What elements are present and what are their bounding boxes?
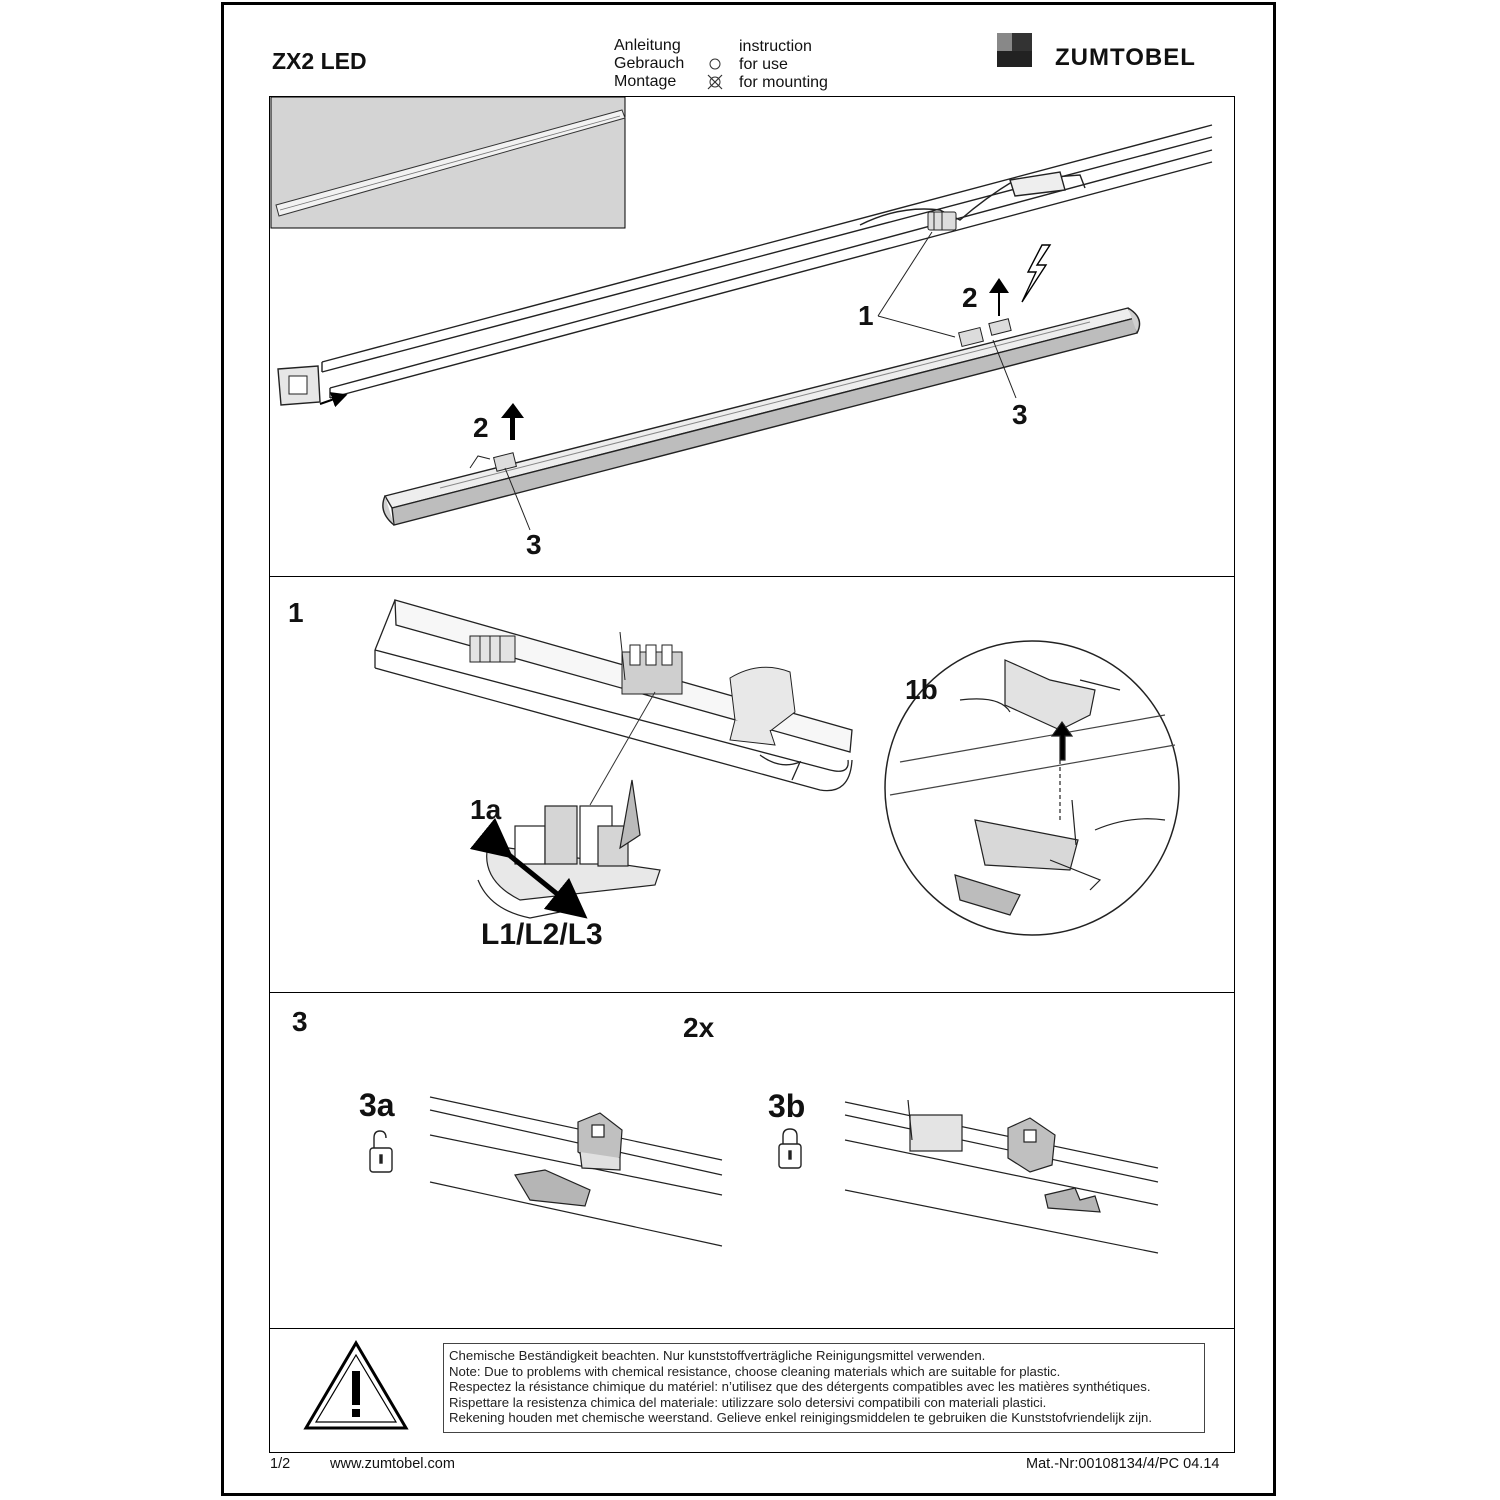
detail-3a (429, 1096, 723, 1247)
mounting-de: Montage (614, 73, 677, 90)
callout-3-right: 3 (1012, 399, 1028, 430)
divider-3 (269, 1328, 1235, 1329)
end-cap (277, 365, 348, 408)
rail-connector (927, 211, 957, 231)
radio-crossed-icon (707, 74, 723, 90)
instruction-en: instruction (739, 38, 812, 55)
tray-clips (469, 318, 1012, 472)
callout-1: 1 (858, 300, 874, 331)
section-3-number: 3 (292, 1006, 308, 1037)
terminal-block (469, 635, 516, 663)
cable-holder (729, 666, 796, 746)
connector-socket (619, 631, 683, 695)
label-1b: 1b (905, 674, 938, 705)
warning-triangle-icon (303, 1340, 409, 1430)
chemical-resistance-note: Chemische Beständigkeit beachten. Nur ku… (443, 1343, 1205, 1433)
arrow-up-icon (989, 278, 1009, 316)
callout-3-left: 3 (526, 529, 542, 560)
brand-name: ZUMTOBEL (1055, 44, 1196, 71)
divider-1 (269, 576, 1235, 577)
detail-1b (884, 640, 1180, 936)
mounting-en: for mounting (739, 74, 828, 91)
detail-3b (844, 1099, 1159, 1254)
note-line-it: Rispettare la resistenza chimica del mat… (449, 1394, 1047, 1410)
page-frame (221, 2, 1276, 1496)
note-line-en: Note: Due to problems with chemical resi… (449, 1363, 1061, 1379)
unlocked-padlock-icon (369, 1130, 393, 1173)
label-3b: 3b (768, 1088, 806, 1124)
phase-select-arrow (469, 817, 588, 919)
radio-empty-icon (709, 58, 721, 70)
label-3a: 3a (359, 1087, 395, 1123)
website-link[interactable]: www.zumtobel.com (330, 1456, 455, 1472)
note-line-nl: Rekening houden met chemische weerstand.… (449, 1410, 1153, 1426)
use-en: for use (739, 56, 788, 73)
use-de: Gebrauch (614, 55, 685, 72)
section1-leader (589, 691, 656, 806)
product-title: ZX2 LED (272, 48, 367, 74)
note-line-de: Chemische Beständigkeit beachten. Nur ku… (449, 1348, 986, 1363)
section-1-number: 1 (288, 597, 304, 628)
arrow-up-icon-2 (501, 403, 524, 440)
divider-2 (269, 992, 1235, 993)
locked-padlock-icon (778, 1128, 802, 1169)
lightning-icon (1021, 244, 1052, 303)
leader-lines (504, 231, 1017, 531)
note-line-fr: Respectez la résistance chimique du maté… (449, 1379, 1151, 1395)
mounting-rail (321, 124, 1213, 399)
gear-tray (382, 307, 1141, 526)
phase-label: L1/L2/L3 (481, 918, 603, 951)
page-number: 1/2 (270, 1456, 291, 1472)
instruction-de: Anleitung (614, 37, 681, 54)
content-frame (269, 96, 1235, 1453)
quantity-label: 2x (683, 1012, 715, 1043)
overview-inset (270, 96, 626, 229)
label-1a: 1a (470, 794, 502, 825)
material-number: Mat.-Nr:00108134/4/PC 04.14 (1026, 1456, 1220, 1472)
callout-2-left: 2 (473, 412, 489, 443)
callout-2-right: 2 (962, 282, 978, 313)
zumtobel-logo-icon (997, 33, 1032, 67)
